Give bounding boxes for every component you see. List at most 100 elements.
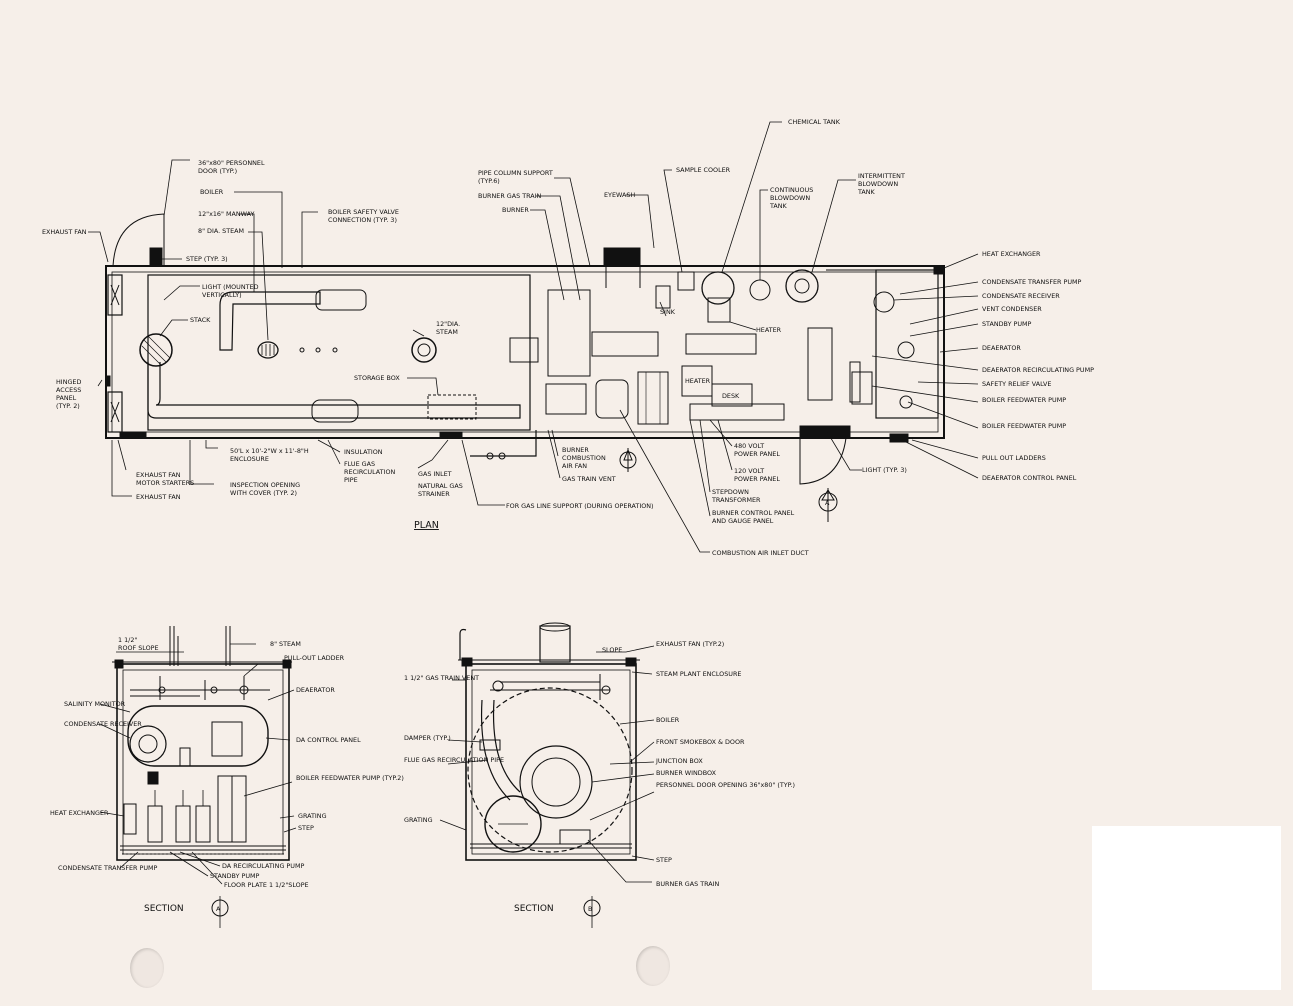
label-inspection-2: WITH COVER (TYP. 2) — [230, 489, 297, 497]
sa-condensate-transfer: CONDENSATE TRANSFER PUMP — [58, 864, 158, 872]
label-standby-pump: STANDBY PUMP — [982, 320, 1032, 328]
label-deaerator-control-panel: DEAERATOR CONTROL PANEL — [982, 474, 1077, 482]
label-light-typ: LIGHT (TYP. 3) — [862, 466, 907, 474]
label-light-2: VERTICALLY) — [202, 291, 242, 299]
label-stepdown-2: TRANSFORMER — [711, 496, 761, 504]
label-enclosure-1: 50'L x 10'-2"W x 11'-8"H — [230, 447, 309, 455]
label-gas-train-vent: GAS TRAIN VENT — [562, 475, 616, 483]
label-heater-top: HEATER — [756, 326, 782, 334]
label-sink: SINK — [660, 308, 676, 316]
label-pipe-column-2: (TYP.6) — [478, 177, 500, 185]
punch-hole-right — [636, 946, 670, 986]
label-flue-gas-3: PIPE — [344, 476, 358, 484]
exhaust-fan-top — [107, 274, 123, 316]
section-a-title: SECTION — [144, 904, 184, 914]
boiler-compartment — [147, 274, 531, 431]
label-deaerator: DEAERATOR — [982, 344, 1021, 352]
label-continuous-2: BLOWDOWN — [770, 194, 810, 202]
section-b-title: SECTION — [514, 904, 554, 914]
label-natural-gas-2: STRAINER — [418, 490, 450, 498]
blank-label-area — [1092, 826, 1281, 990]
label-power-480-1: 480 VOLT — [734, 442, 764, 450]
label-manway: 12"x16" MANWAY — [198, 210, 254, 218]
label-eyewash: EYEWASH — [604, 191, 635, 199]
sa-pullout: PULL-OUT LADDER — [284, 654, 345, 662]
sa-feedwater: BOILER FEEDWATER PUMP (TYP.2) — [296, 774, 404, 782]
sa-grating: GRATING — [298, 812, 327, 820]
boiler-shell — [467, 687, 633, 853]
label-hinged-4: (TYP. 2) — [56, 402, 80, 410]
label-sample-cooler: SAMPLE COOLER — [676, 166, 731, 174]
section-b-view — [439, 622, 655, 928]
label-safety-valve-1: BOILER SAFETY VALVE — [328, 208, 399, 216]
label-boiler-feedwater-pump-1: BOILER FEEDWATER PUMP — [982, 396, 1066, 404]
sa-da-control: DA CONTROL PANEL — [296, 736, 361, 744]
label-condensate-transfer-pump: CONDENSATE TRANSFER PUMP — [982, 278, 1082, 286]
heater-box — [681, 365, 713, 397]
label-intermittent-3: TANK — [857, 188, 876, 196]
sb-front-smokebox: FRONT SMOKEBOX & DOOR — [656, 738, 745, 746]
desk — [711, 383, 753, 407]
label-combustion-fan-1: BURNER — [562, 446, 589, 454]
label-stack: STACK — [190, 316, 211, 324]
label-boiler: BOILER — [200, 188, 224, 196]
sa-heat-exchanger: HEAT EXCHANGER — [50, 809, 109, 817]
label-combustion-duct: COMBUSTION AIR INLET DUCT — [712, 549, 809, 557]
deaerator-vessel — [127, 705, 269, 767]
label-safety-relief-valve: SAFETY RELIEF VALVE — [982, 380, 1051, 388]
label-flue-gas-1: FLUE GAS — [344, 460, 375, 468]
label-light-1: LIGHT (MOUNTED — [202, 283, 259, 291]
label-boiler-feedwater-pump-2: BOILER FEEDWATER PUMP — [982, 422, 1066, 430]
stack — [139, 333, 173, 367]
label-storage-box: STORAGE BOX — [354, 374, 400, 382]
label-motor-starters-2: MOTOR STARTERS — [136, 479, 194, 487]
label-combustion-fan-2: COMBUSTION — [562, 454, 606, 462]
label-exhaust-fan: EXHAUST FAN — [42, 228, 87, 236]
sb-damper: DAMPER (TYP.) — [404, 734, 451, 742]
sb-burner-windbox: BURNER WINDBOX — [656, 769, 717, 777]
label-vent-condenser: VENT CONDENSER — [982, 305, 1042, 313]
sa-steam: 8" STEAM — [270, 640, 301, 648]
sb-personnel-door: PERSONNEL DOOR OPENING 36"x80" (TYP.) — [656, 781, 795, 789]
label-burner: BURNER — [502, 206, 529, 214]
sa-standby: STANDBY PUMP — [210, 872, 260, 880]
label-condensate-receiver: CONDENSATE RECEIVER — [982, 292, 1060, 300]
label-power-480-2: POWER PANEL — [734, 450, 780, 458]
label-burner-control-1: BURNER CONTROL PANEL — [712, 509, 795, 517]
label-combustion-fan-3: AIR FAN — [562, 462, 587, 470]
label-intermittent-2: BLOWDOWN — [858, 180, 898, 188]
sb-slope: SLOPE — [602, 646, 622, 654]
section-a-view — [99, 626, 297, 928]
label-gas-inlet: GAS INLET — [418, 470, 452, 478]
label-burner-control-2: AND GAUGE PANEL — [712, 517, 774, 525]
sb-junction-box: JUNCTION BOX — [655, 757, 703, 765]
exhaust-fan-bottom — [107, 391, 123, 433]
sa-roof-slope-2: ROOF SLOPE — [118, 644, 159, 652]
plan-title: PLAN — [414, 520, 439, 531]
label-steam-12-1: 12"DIA. — [436, 320, 460, 328]
label-power-120-2: POWER PANEL — [734, 475, 780, 483]
label-stepdown-1: STEPDOWN — [712, 488, 749, 496]
sa-da-recirc: DA RECIRCULATING PUMP — [222, 862, 304, 870]
sa-roof-slope-1: 1 1/2" — [118, 636, 137, 644]
label-dia-steam: 8" DIA. STEAM — [198, 227, 244, 235]
label-hinged-3: PANEL — [56, 394, 77, 402]
plan-labels: 36"x80" PERSONNEL DOOR (TYP.) BOILER 12"… — [42, 118, 1094, 557]
sb-burner-gas-train: BURNER GAS TRAIN — [656, 880, 720, 888]
label-step: STEP (TYP. 3) — [186, 255, 228, 263]
label-steam-12-2: STEAM — [436, 328, 458, 336]
label-continuous-3: TANK — [769, 202, 788, 210]
label-exhaust-fan-bottom: EXHAUST FAN — [136, 493, 181, 501]
flue-gas-pipe — [147, 362, 521, 419]
sb-gas-train-vent: 1 1/2" GAS TRAIN VENT — [404, 674, 479, 682]
label-inspection-1: INSPECTION OPENING — [230, 481, 300, 489]
sa-condensate-receiver: CONDENSATE RECEIVER — [64, 720, 142, 728]
label-gas-line-support: FOR GAS LINE SUPPORT (DURING OPERATION) — [506, 502, 654, 510]
label-chemical-tank: CHEMICAL TANK — [788, 118, 841, 126]
section-b-labels: SLOPE 1 1/2" GAS TRAIN VENT DAMPER (TYP.… — [404, 640, 795, 914]
label-safety-valve-2: CONNECTION (TYP. 3) — [328, 216, 397, 224]
label-insulation: INSULATION — [344, 448, 383, 456]
label-desk: DESK — [722, 392, 740, 400]
label-intermittent-1: INTERMITTENT — [858, 172, 905, 180]
